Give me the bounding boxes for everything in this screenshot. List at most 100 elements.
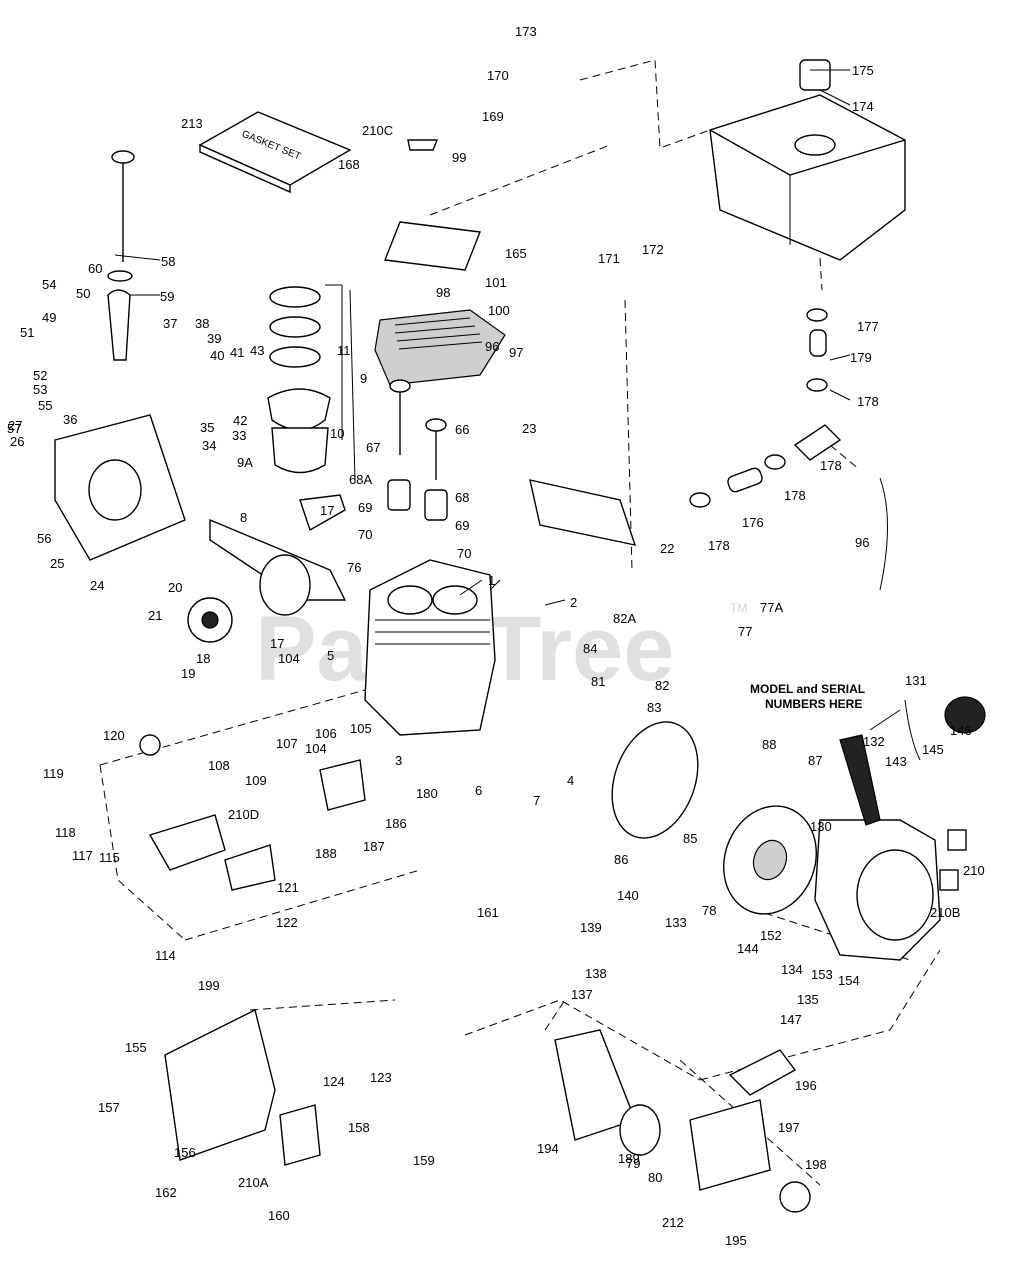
part-label: 76: [347, 560, 361, 575]
part-label: 210D: [228, 807, 259, 822]
part-label: 26: [10, 434, 24, 449]
part-label: 186: [385, 816, 407, 831]
part-label: 139: [580, 920, 602, 935]
part-label: 104: [305, 741, 327, 756]
part-label: 107: [276, 736, 298, 751]
part-label: 173: [515, 24, 537, 39]
part-label: 178: [708, 538, 730, 553]
watermark-trademark: TM: [730, 601, 747, 615]
part-label: 78: [702, 903, 716, 918]
part-label: 124: [323, 1074, 345, 1089]
part-label: 122: [276, 915, 298, 930]
part-label: 52: [33, 368, 47, 383]
part-label: 4: [567, 773, 574, 788]
part-label: 67: [366, 440, 380, 455]
part-label: 83: [647, 700, 661, 715]
part-label: 23: [522, 421, 536, 436]
part-label: 168: [338, 157, 360, 172]
part-label: 25: [50, 556, 64, 571]
part-label: 120: [103, 728, 125, 743]
part-label: 20: [168, 580, 182, 595]
part-label: 18: [196, 651, 210, 666]
part-label: 42: [233, 413, 247, 428]
part-label: 68A: [349, 472, 372, 487]
part-label: 21: [148, 608, 162, 623]
part-label: 7: [533, 793, 540, 808]
part-label: 80: [648, 1170, 662, 1185]
part-label: 212: [662, 1215, 684, 1230]
part-label: 70: [358, 527, 372, 542]
part-label: 145: [922, 742, 944, 757]
part-label: 178: [784, 488, 806, 503]
part-label: 123: [370, 1070, 392, 1085]
part-label: 133: [665, 915, 687, 930]
part-label: 36: [63, 412, 77, 427]
part-label: 119: [43, 766, 64, 781]
part-label: 79: [626, 1156, 640, 1171]
part-label: 143: [885, 754, 907, 769]
part-labels: 1 2 3 4 5 6 7 8 9 9A 10 11 17 17 18 19 2…: [7, 24, 985, 1248]
part-label: 210A: [238, 1175, 269, 1190]
part-label: 210B: [930, 905, 960, 920]
leader-lines: [114, 69, 901, 731]
part-label: 137: [571, 987, 593, 1002]
part-label: 60: [88, 261, 102, 276]
part-label: 179: [850, 350, 872, 365]
part-label: 156: [174, 1145, 196, 1160]
part-label: 177: [857, 319, 879, 334]
part-label: 180: [416, 786, 438, 801]
part-label: 9: [360, 371, 367, 386]
part-label: 33: [232, 428, 246, 443]
part-label: 5: [327, 648, 334, 663]
part-label: 161: [477, 905, 499, 920]
part-label: 49: [42, 310, 56, 325]
part-label: 24: [90, 578, 104, 593]
part-label: 210: [963, 863, 985, 878]
part-label: 197: [778, 1120, 800, 1135]
model-serial-line1: MODEL and SERIAL: [750, 682, 865, 696]
part-label: 40: [210, 348, 224, 363]
part-label: 178: [820, 458, 842, 473]
part-label: 101: [485, 275, 507, 290]
part-label: 115: [99, 850, 120, 865]
part-label: 68: [455, 490, 469, 505]
part-label: 53: [33, 382, 47, 397]
part-label: 88: [762, 737, 776, 752]
part-label: 35: [200, 420, 214, 435]
part-label: 194: [537, 1141, 559, 1156]
part-label: 138: [585, 966, 607, 981]
part-label: 51: [20, 325, 34, 340]
part-label: 2: [570, 595, 577, 610]
part-label: 155: [125, 1040, 147, 1055]
part-label: 11: [337, 343, 351, 358]
part-label: 159: [413, 1153, 435, 1168]
part-label: 81: [591, 674, 605, 689]
part-label: 3: [395, 753, 402, 768]
part-label: 154: [838, 973, 860, 988]
part-label: 10: [330, 426, 344, 441]
part-label: 162: [155, 1185, 177, 1200]
part-label: 210C: [362, 123, 393, 138]
part-label: 38: [195, 316, 209, 331]
part-label: 17: [270, 636, 284, 651]
part-label: 158: [348, 1120, 370, 1135]
part-label: 66: [455, 422, 469, 437]
part-label: 198: [805, 1157, 827, 1172]
model-serial-line2: NUMBERS HERE: [765, 697, 862, 711]
part-label: 27: [8, 418, 22, 433]
part-label: 170: [487, 68, 509, 83]
part-label: 106: [315, 726, 337, 741]
part-label: 130: [810, 819, 832, 834]
part-label: 165: [505, 246, 527, 261]
parts: GASKET SET: [54, 59, 986, 1213]
part-label: 152: [760, 928, 782, 943]
part-label: 135: [797, 992, 819, 1007]
part-label: 169: [482, 109, 504, 124]
part-label: 41: [230, 345, 244, 360]
part-label: 96: [855, 535, 869, 550]
part-label: 175: [852, 63, 874, 78]
part-label: 146: [950, 723, 972, 738]
part-label: 114: [155, 948, 176, 963]
part-label: 147: [780, 1012, 802, 1027]
part-label: 34: [202, 438, 216, 453]
